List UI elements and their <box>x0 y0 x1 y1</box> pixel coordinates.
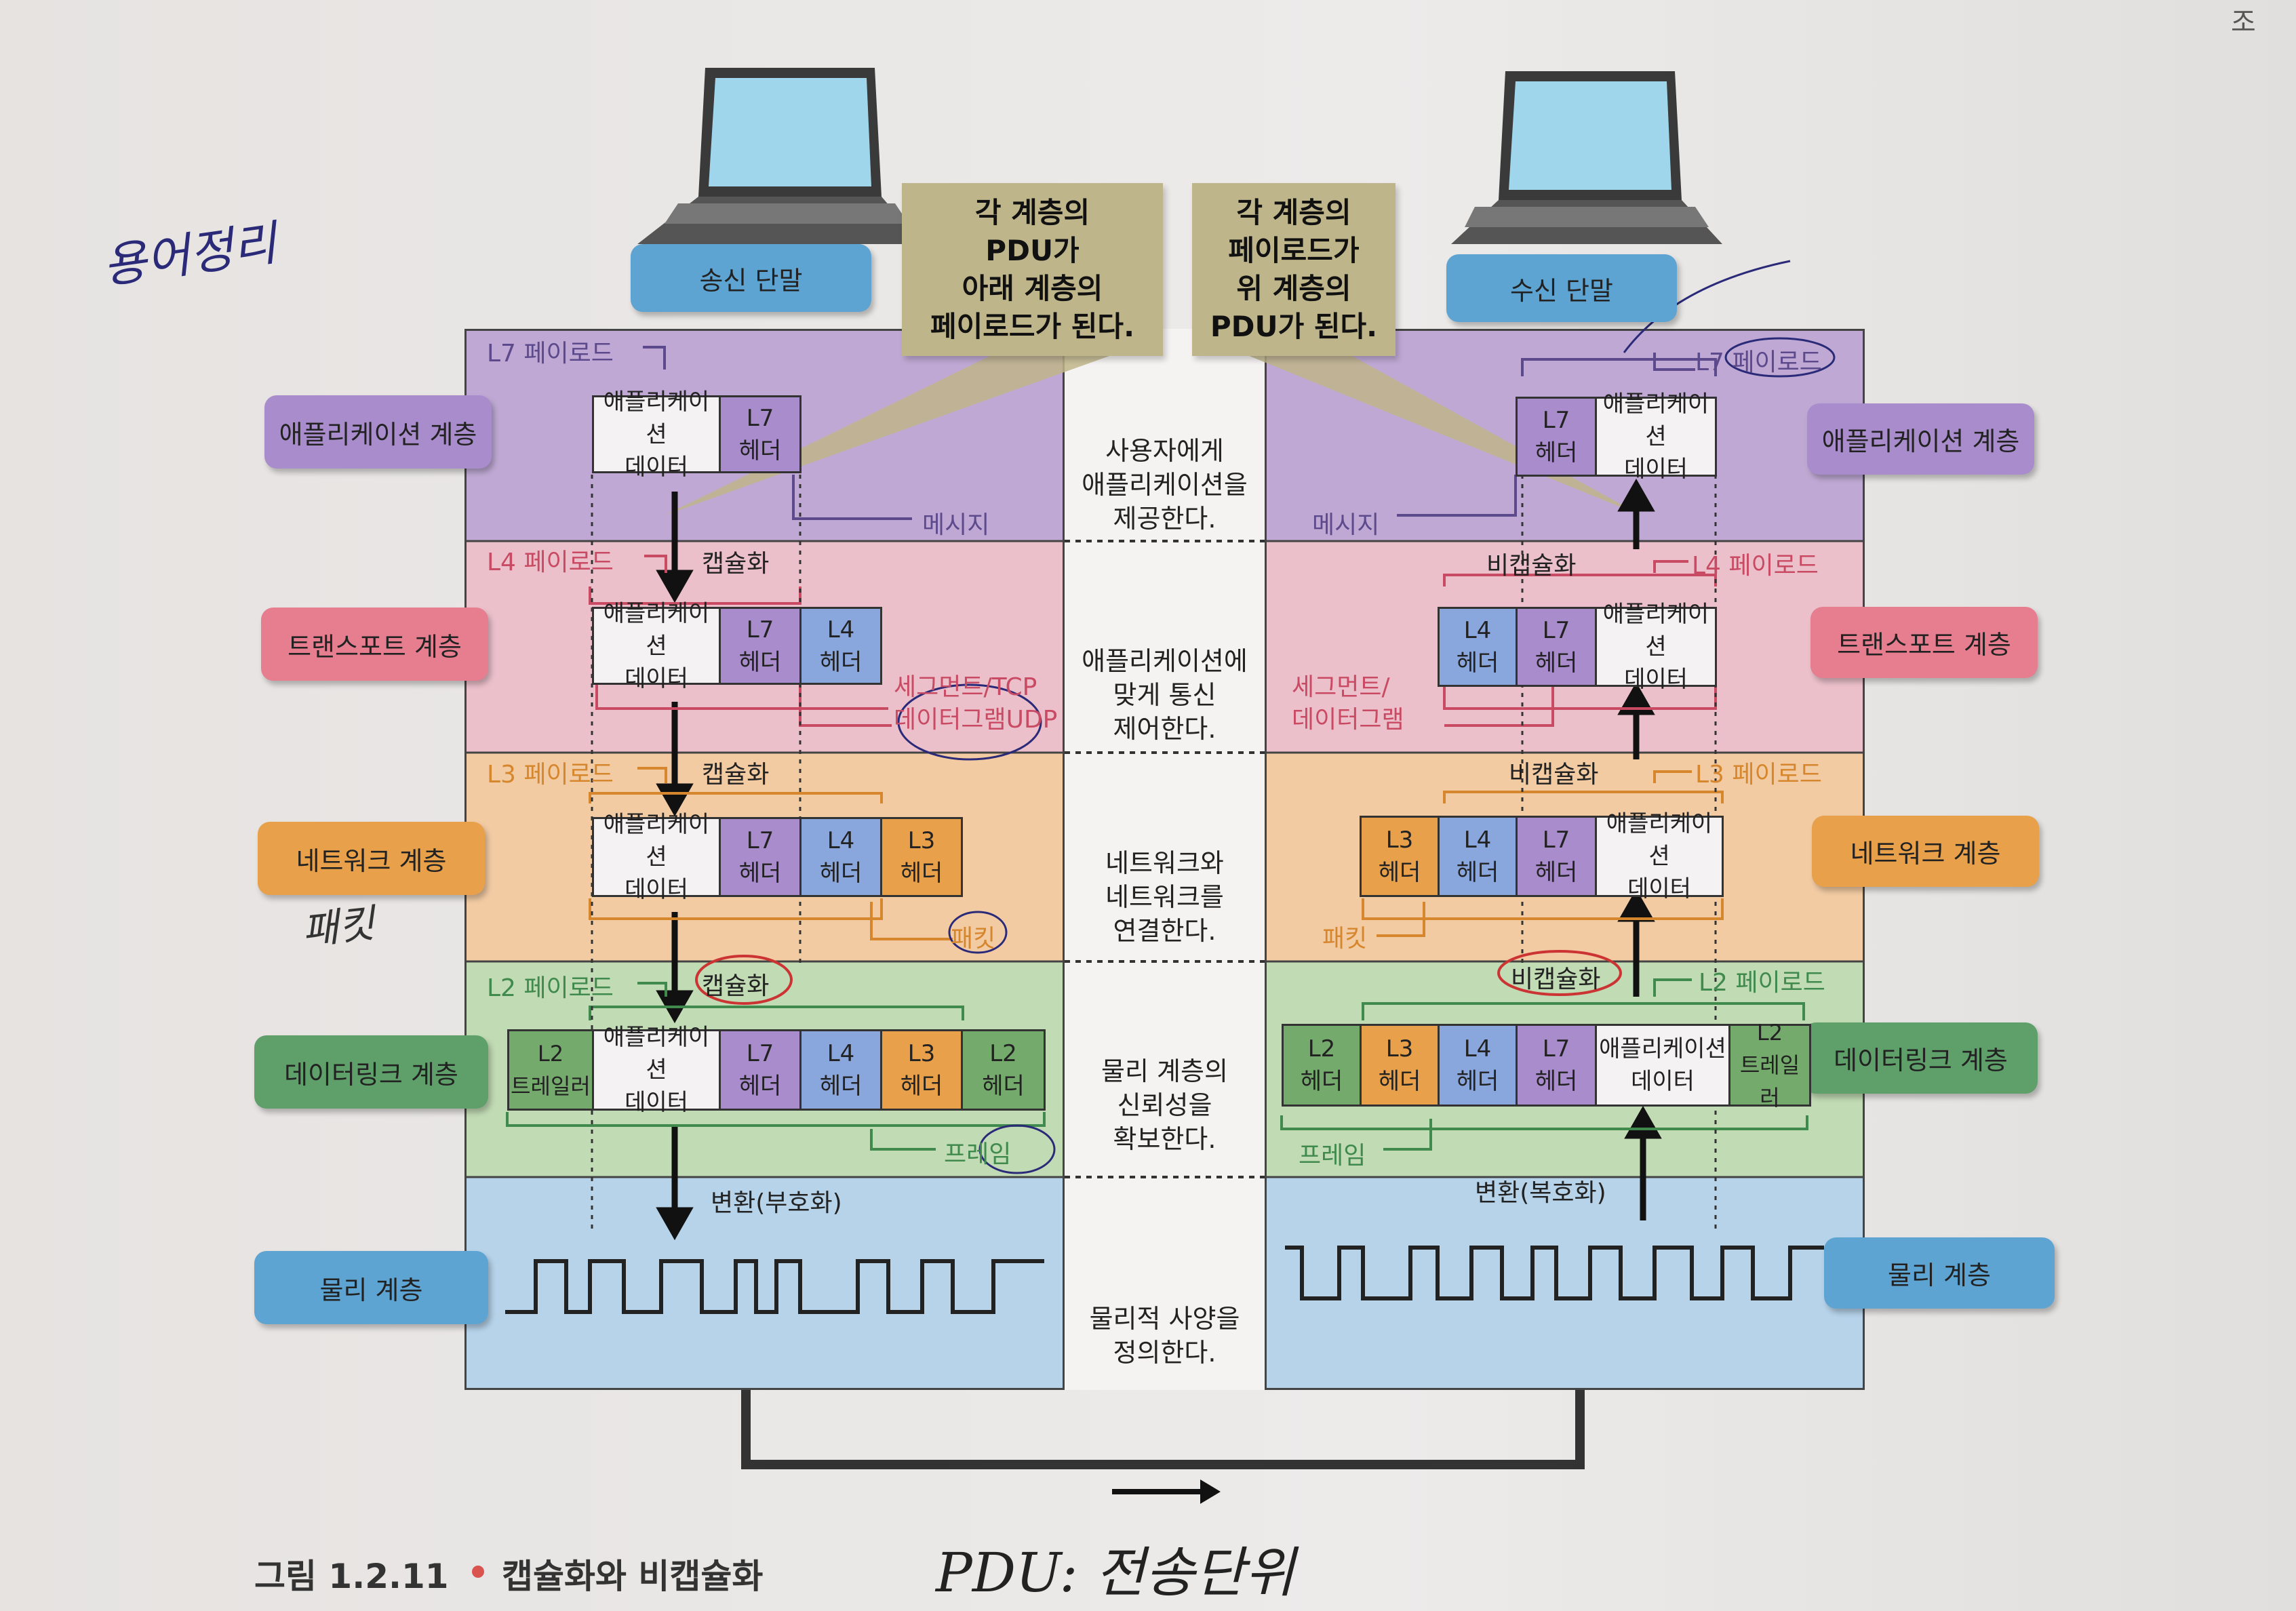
sender-l4-l4-header: L4 헤더 <box>799 607 882 685</box>
sender-l3-l7-header: L7 헤더 <box>719 817 801 897</box>
sender-frame: 프레임 <box>944 1140 1012 1168</box>
sender-encap-l4: 캡슐화 <box>702 550 770 578</box>
receiver-l4-l7-header: L7 헤더 <box>1516 607 1597 687</box>
layer-label-left-l1: 물리 계층 <box>254 1251 488 1324</box>
desc-l1: 물리적 사양을 정의한다. <box>1089 1304 1240 1368</box>
receiver-decap-l4: 비캡슐화 <box>1486 552 1577 580</box>
receiver-l2-app-data: 애플리케이션 데이터 <box>1595 1024 1730 1107</box>
layer-label-right-l7: 애플리케이션 계층 <box>1807 403 2034 475</box>
sender-laptop-icon <box>637 68 922 244</box>
sender-label: 송신 단말 <box>631 244 871 312</box>
handwritten-note-packet: 패킷 <box>300 900 377 954</box>
receiver-l4-app-data: 애플리케이션 데이터 <box>1595 601 1717 693</box>
desc-l4: 애플리케이션에 맞게 통신 제어한다. <box>1082 646 1248 744</box>
receiver-l4-payload: L4 페이로드 <box>1692 552 1819 580</box>
desc-l2: 물리 계층의 신뢰성을 확보한다. <box>1101 1056 1228 1154</box>
sender-l7-payload: L7 페이로드 <box>487 340 614 367</box>
receiver-l2-l2-header: L2 헤더 <box>1282 1024 1362 1107</box>
receiver-packet: 패킷 <box>1322 925 1368 953</box>
sender-message: 메시지 <box>922 511 990 539</box>
receiver-message: 메시지 <box>1312 511 1380 539</box>
layer-label-right-l4: 트랜스포트 계층 <box>1810 607 2038 678</box>
receiver-decode: 변환(복호화) <box>1475 1179 1606 1207</box>
receiver-l3-l3-header: L3 헤더 <box>1360 816 1440 897</box>
receiver-segment: 세그먼트/ 데이터그램 <box>1292 673 1404 734</box>
sender-l3-payload: L3 페이로드 <box>487 761 614 789</box>
receiver-l3-app-data: 애플리케이션 데이터 <box>1595 810 1724 902</box>
receiver-l7-payload: L7 페이로드 <box>1695 349 1822 376</box>
sender-l3-l4-header: L4 헤더 <box>799 817 882 897</box>
desc-l3: 네트워크와 네트워크를 연결한다. <box>1105 848 1224 946</box>
sender-l2-l7-header: L7 헤더 <box>719 1029 801 1111</box>
sender-l2-payload: L2 페이로드 <box>487 974 614 1002</box>
receiver-l3-l7-header: L7 헤더 <box>1516 816 1597 897</box>
receiver-l2-payload: L2 페이로드 <box>1699 969 1825 997</box>
receiver-l7-l7-header: L7 헤더 <box>1516 397 1597 477</box>
middle-column <box>1065 329 1265 1390</box>
sender-encap-l3: 캡슐화 <box>702 761 770 789</box>
receiver-band-l1 <box>1267 1177 1863 1388</box>
sender-l2-l4-header: L4 헤더 <box>799 1029 882 1111</box>
sender-l2-l3-header: L3 헤더 <box>880 1029 963 1111</box>
sender-l3-app-data: 애플리케이션 데이터 <box>592 811 721 903</box>
sender-l2-l2-header: L2 헤더 <box>961 1029 1046 1111</box>
receiver-frame: 프레임 <box>1299 1142 1366 1170</box>
receiver-decap-l3: 비캡슐화 <box>1509 761 1599 789</box>
receiver-decap-l2: 비캡슐화 <box>1511 966 1601 993</box>
receiver-l7-app-data: 애플리케이션 데이터 <box>1595 391 1717 483</box>
receiver-l3-payload: L3 페이로드 <box>1695 761 1822 789</box>
layer-label-left-l3: 네트워크 계층 <box>258 822 485 895</box>
layer-label-right-l2: 데이터링크 계층 <box>1804 1022 2038 1094</box>
sender-encap-l2: 캡슐화 <box>702 972 770 1000</box>
sender-encode: 변환(부호화) <box>711 1189 842 1217</box>
callout-right: 각 계층의 페이로드가 위 계층의 PDU가 된다. <box>1192 183 1396 356</box>
receiver-l2-trailer: L2 트레일러 <box>1728 1020 1811 1111</box>
desc-l7: 사용자에게 애플리케이션을 제공한다. <box>1082 436 1248 534</box>
layer-label-left-l4: 트랜스포트 계층 <box>261 608 488 681</box>
layer-label-right-l1: 물리 계층 <box>1824 1237 2055 1309</box>
receiver-laptop-icon <box>1451 71 1722 244</box>
receiver-label: 수신 단말 <box>1446 254 1677 322</box>
receiver-l2-l3-header: L3 헤더 <box>1360 1024 1440 1107</box>
corner-text: 조 <box>2231 7 2256 38</box>
receiver-l2-l4-header: L4 헤더 <box>1438 1024 1518 1107</box>
receiver-l3-l4-header: L4 헤더 <box>1438 816 1518 897</box>
figure-title: 캡슐화와 비캡슐화 <box>502 1557 764 1596</box>
sender-l4-l7-header: L7 헤더 <box>719 607 801 685</box>
callout-left: 각 계층의 PDU가 아래 계층의 페이로드가 된다. <box>902 183 1163 356</box>
layer-label-left-l2: 데이터링크 계층 <box>254 1035 488 1109</box>
receiver-l2-l7-header: L7 헤더 <box>1516 1024 1597 1107</box>
sender-packet: 패킷 <box>951 925 996 953</box>
sender-l4-payload: L4 페이로드 <box>487 549 614 576</box>
layer-label-right-l3: 네트워크 계층 <box>1812 816 2039 887</box>
sender-l3-l3-header: L3 헤더 <box>880 817 963 897</box>
receiver-l4-l4-header: L4 헤더 <box>1438 607 1518 687</box>
layer-label-left-l7: 애플리케이션 계층 <box>264 395 492 469</box>
sender-l7-app-data: 애플리케이션 데이터 <box>592 389 721 481</box>
figure-number: 그림 1.2.11 <box>254 1557 449 1596</box>
sender-l2-app-data: 애플리케이션 데이터 <box>592 1024 721 1116</box>
sender-segment: 세그먼트/TCP 데이터그램UDP <box>894 673 1058 734</box>
handwritten-note-pdu: PDU: 전송단위 <box>936 1541 1295 1604</box>
sender-l2-trailer: L2 트레일러 <box>507 1029 594 1111</box>
sender-l7-l7-header: L7 헤더 <box>719 395 801 473</box>
sender-l4-app-data: 애플리케이션 데이터 <box>592 600 721 692</box>
